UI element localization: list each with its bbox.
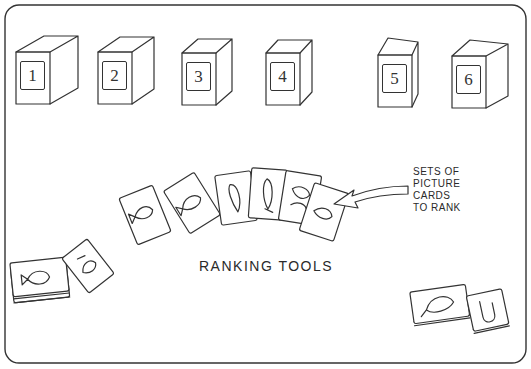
box-number-tag: 4	[266, 53, 300, 105]
note-label: SETS OF PICTURE CARDS TO RANK	[413, 166, 463, 214]
box-6-outline	[452, 40, 508, 108]
callout-number: 1	[20, 61, 45, 90]
box-number-tag: 5	[378, 55, 412, 107]
box-number-tag: 2	[98, 52, 132, 104]
caption-text: RANKING TOOLS	[199, 258, 333, 274]
frame-border	[5, 5, 526, 363]
pointer-arrow	[334, 186, 408, 208]
card-stack-left	[10, 239, 114, 303]
card-stack-right	[410, 284, 510, 333]
callout-number: 5	[382, 64, 407, 93]
box-4-outline	[266, 40, 312, 105]
card-fan	[119, 168, 349, 245]
box-number-tag: 1	[16, 52, 50, 104]
box-number-tag: 3	[182, 53, 216, 105]
box-1-outline	[16, 36, 78, 104]
box-2-outline	[98, 37, 154, 104]
callout-number: 3	[186, 62, 211, 91]
callout-number: 6	[456, 65, 481, 94]
callout-number: 4	[270, 62, 295, 91]
box-3-outline	[182, 39, 232, 105]
box-5-outline	[378, 38, 418, 107]
box-number-tag: 6	[452, 56, 486, 108]
callout-number: 2	[102, 61, 127, 90]
